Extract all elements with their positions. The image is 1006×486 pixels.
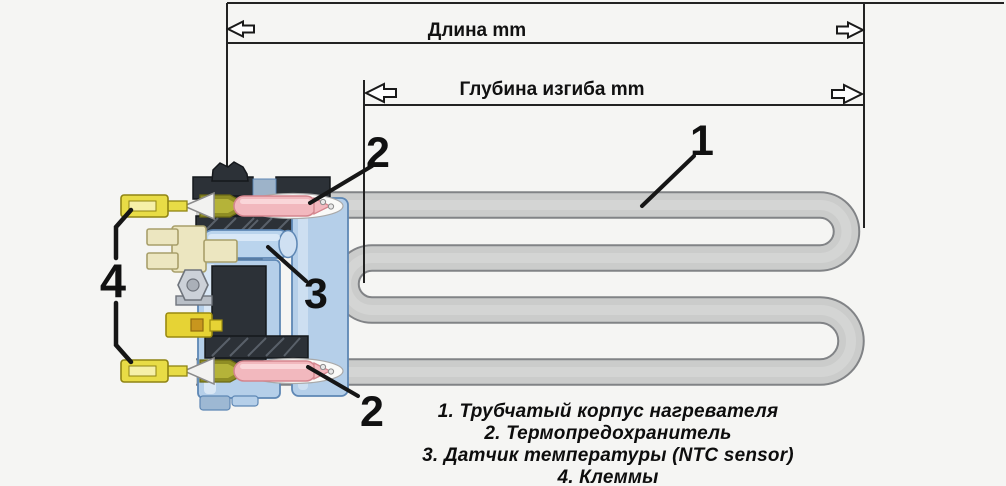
fuse-wire-dot: [327, 368, 335, 375]
terminal-middle: [165, 312, 223, 338]
leader-terminals-upper: [113, 207, 134, 261]
legend-item-fuse: 2. Термопредохранитель: [484, 423, 732, 444]
tube-end-cone-bottom: [182, 356, 215, 386]
terminal-bottom-slot: [128, 365, 157, 377]
fork-arm: [203, 239, 238, 263]
leader-lines: [113, 154, 696, 398]
callout-terminals: 4: [100, 254, 126, 307]
terminal-middle-body: [165, 312, 213, 338]
thermal-fuse-bottom: [199, 357, 344, 385]
leader-sensor: [266, 245, 308, 283]
terminal-top-slot: [128, 200, 157, 212]
leader-terminals-lower: [113, 300, 134, 365]
terminal-middle-stub: [209, 319, 223, 332]
arrow-left-icon: [363, 82, 397, 104]
terminal-bottom-stub: [165, 365, 188, 377]
legend: 1. Трубчатый корпус нагревателя 2. Термо…: [300, 401, 916, 486]
connector-fork: [146, 225, 238, 273]
fuse-highlight-top: [240, 199, 310, 204]
terminal-top: [120, 194, 188, 218]
terminal-top-stub: [165, 200, 188, 212]
flange-knob: [211, 161, 249, 182]
arrow-right-icon: [831, 83, 865, 105]
terminal-bottom: [120, 359, 188, 383]
bolt-center: [186, 278, 200, 292]
terminal-middle-contact: [190, 318, 204, 332]
fuse-highlight-bottom: [240, 364, 310, 369]
arrow-right-icon: [836, 20, 866, 40]
arrow-left-icon: [225, 19, 255, 39]
fuse-wire-dot: [327, 203, 335, 210]
housing-foot-2: [231, 395, 259, 407]
sensor-end-cap: [278, 229, 298, 259]
callout-tube: 1: [690, 117, 714, 165]
hex-bolt: [175, 269, 213, 306]
dimension-arrows: [225, 19, 866, 105]
leader-fuse-top: [308, 164, 374, 205]
leader-fuse-bottom: [306, 365, 360, 398]
leader-tube: [640, 154, 696, 208]
bend-depth-dimension-label: Глубина изгиба mm: [459, 79, 644, 100]
length-dimension-label: Длина mm: [428, 20, 526, 41]
legend-item-sensor: 3. Датчик температуры (NTC sensor): [422, 445, 794, 466]
callout-fuse-top: 2: [366, 129, 390, 177]
dimension-lines: [226, 2, 1004, 283]
fuse-wire-dot: [319, 363, 327, 371]
head-assembly: [120, 161, 349, 411]
callout-sensor: 3: [304, 270, 328, 318]
callout-fuse-bottom: 2: [360, 388, 384, 436]
tube-end-cone-top: [182, 191, 215, 221]
fuse-wire-dot: [319, 198, 327, 206]
legend-item-tube: 1. Трубчатый корпус нагревателя: [437, 401, 779, 422]
legend-item-terminals: 4. Клеммы: [557, 467, 659, 486]
flange-lower-hatching: [211, 337, 301, 357]
housing-foot: [199, 395, 231, 411]
fork-tooth-bottom: [146, 252, 179, 270]
fork-tooth-top: [146, 228, 179, 246]
